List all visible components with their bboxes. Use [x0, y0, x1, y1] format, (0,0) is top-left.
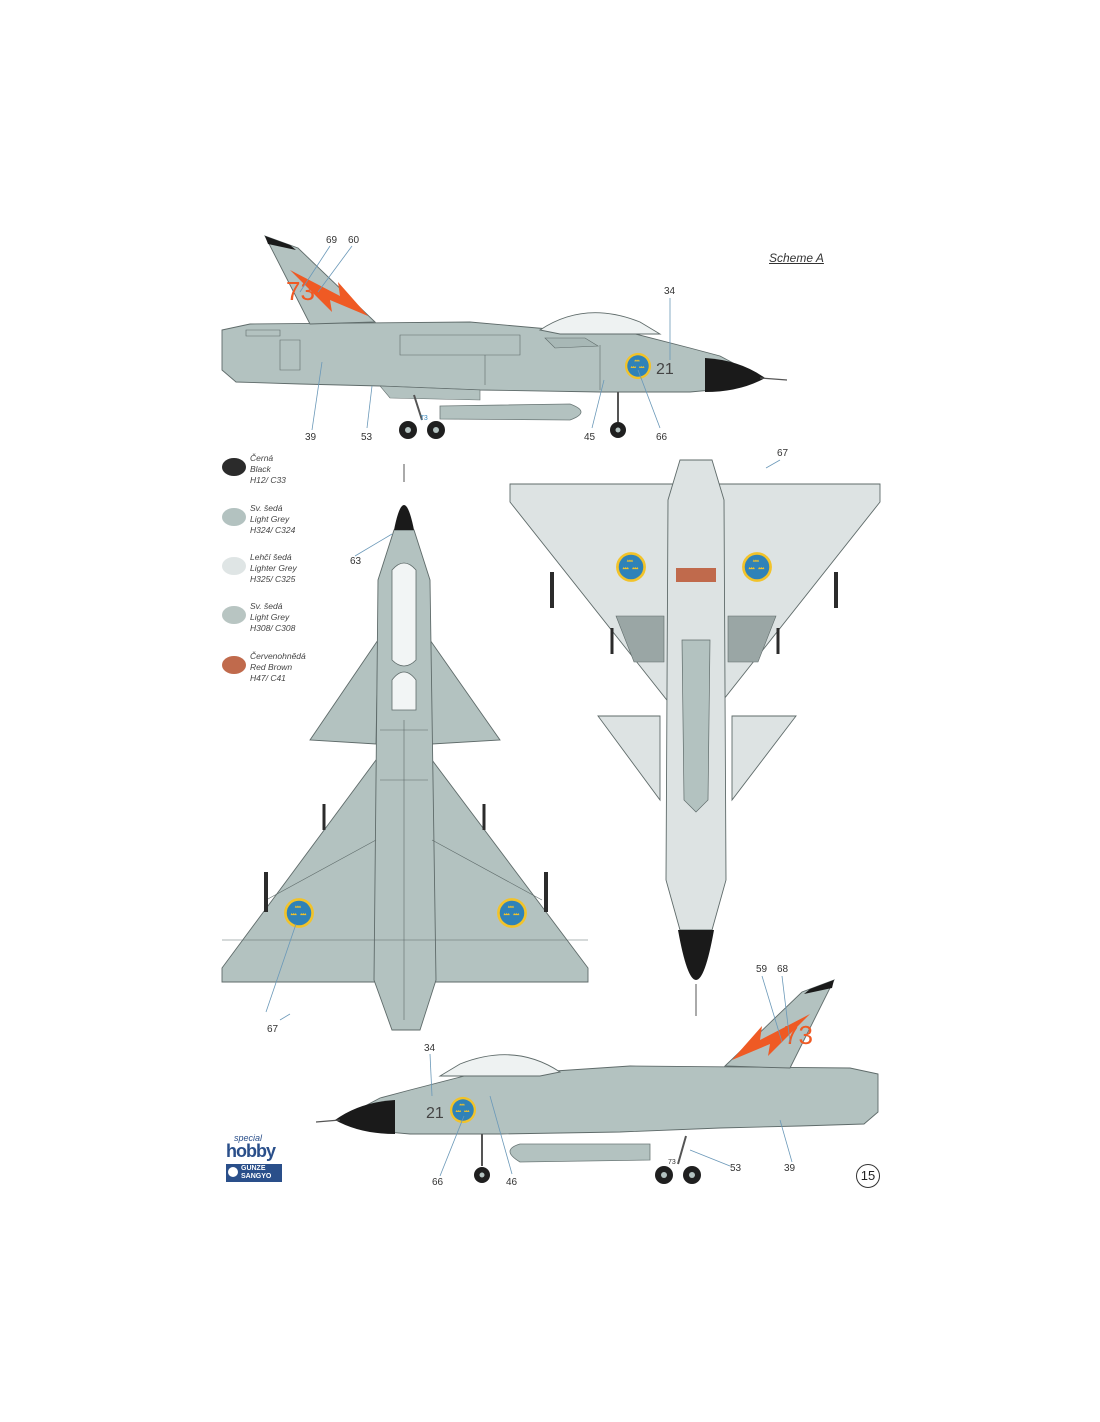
paint-lighter-grey: Lehčí šedá Lighter Grey H325/ C325 — [222, 552, 342, 596]
lightning-flash — [290, 270, 368, 316]
logo-special-text: special — [234, 1133, 263, 1143]
gear-code-2: 73 — [668, 1159, 676, 1166]
paint-en: Lighter Grey — [250, 563, 297, 573]
callout-53-bottom: 53 — [730, 1163, 742, 1174]
leader-lines — [265, 245, 793, 1177]
nose-cone-2 — [335, 1100, 395, 1134]
callout-46: 46 — [506, 1177, 518, 1188]
callout-66-bottom: 66 — [432, 1177, 444, 1188]
roundel-under-right — [742, 552, 772, 582]
paint-code: H324/ C324 — [250, 525, 296, 535]
paint-light-grey-324: Sv. šedá Light Grey H324/ C324 — [222, 503, 342, 547]
callout-67-under: 67 — [777, 448, 789, 459]
swatch-light-grey-324 — [222, 508, 246, 526]
page-number: 15 — [856, 1164, 880, 1188]
callout-60: 60 — [348, 235, 360, 246]
swatch-lighter-grey — [222, 557, 246, 575]
gunze-sangyo-logo: GUNZE SANGYO — [226, 1164, 282, 1182]
callout-45: 45 — [584, 432, 596, 443]
paint-cz: Sv. šedá — [250, 503, 283, 513]
paint-en: Light Grey — [250, 612, 290, 622]
roundel-right — [497, 898, 527, 928]
special-hobby-logo: special hobby — [226, 1133, 286, 1161]
pitot — [759, 377, 788, 381]
roundel-left — [284, 898, 314, 928]
side-view-bottom: 73 21 73 — [315, 979, 879, 1184]
callout-69: 69 — [326, 235, 338, 246]
drop-tank — [439, 403, 582, 421]
fuselage-2 — [349, 1065, 879, 1135]
nose-cone — [705, 358, 765, 392]
lightning-flash-2 — [732, 1014, 810, 1060]
canopy-top — [391, 562, 417, 667]
swatch-black — [222, 458, 246, 476]
side-view-top: 73 21 73 — [221, 235, 788, 439]
callout-66-top: 66 — [656, 432, 668, 443]
canard-under-right — [731, 715, 797, 802]
paint-en: Light Grey — [250, 514, 290, 524]
tail-code-2: 73 — [784, 1020, 813, 1050]
gear-code: 73 — [420, 415, 428, 422]
paint-light-grey-308: Sv. šedá Light Grey H308/ C308 — [222, 601, 342, 645]
callout-68: 68 — [777, 964, 789, 975]
paint-cz: Sv. šedá — [250, 601, 283, 611]
paint-code: H308/ C308 — [250, 623, 296, 633]
paint-en: Black — [250, 464, 271, 474]
canopy-2 — [438, 1054, 562, 1077]
scheme-label: Scheme A — [769, 251, 824, 265]
canopy — [538, 312, 662, 335]
callout-39-top: 39 — [305, 432, 317, 443]
callout-34-top: 34 — [664, 286, 676, 297]
paint-cz: Červenohnědá — [250, 651, 306, 661]
roundel — [624, 352, 652, 380]
nose-code: 21 — [656, 361, 674, 378]
callout-59: 59 — [756, 964, 768, 975]
nose-cone-under — [678, 930, 714, 980]
callout-53-top: 53 — [361, 432, 373, 443]
landing-gear — [399, 392, 626, 439]
callout-39-bottom: 39 — [784, 1163, 796, 1174]
paint-red-brown: Červenohnědá Red Brown H47/ C41 — [222, 651, 342, 695]
paint-cz: Lehčí šedá — [250, 552, 292, 562]
callouts: 69 60 34 39 53 45 66 67 63 67 59 68 34 6… — [267, 235, 796, 1188]
gunze-disc-icon — [228, 1167, 238, 1177]
center-tank — [681, 639, 711, 813]
paint-cz: Černá — [250, 453, 274, 463]
nose-cone-top — [394, 505, 414, 530]
canard-right — [429, 638, 501, 745]
fuselage — [221, 321, 751, 393]
top-view — [221, 464, 589, 1031]
logo-hobby-text: hobby — [226, 1141, 276, 1161]
callout-34-bottom: 34 — [424, 1043, 436, 1054]
callout-63: 63 — [350, 556, 362, 567]
roundel-under-left — [616, 552, 646, 582]
paint-code: H325/ C325 — [250, 574, 296, 584]
nose-code-2: 21 — [426, 1105, 444, 1122]
paint-code: H47/ C41 — [250, 673, 286, 683]
logo-sangyo-text: SANGYO — [241, 1173, 272, 1180]
landing-gear-2 — [474, 1134, 701, 1184]
swatch-red-brown — [222, 656, 246, 674]
canard-under-left — [597, 715, 661, 802]
callout-67-top: 67 — [267, 1024, 279, 1035]
paint-code: H12/ C33 — [250, 475, 286, 485]
logo-gunze-text: GUNZE — [241, 1165, 266, 1172]
paint-en: Red Brown — [250, 662, 293, 672]
paint-black: Černá Black H12/ C33 — [222, 453, 342, 497]
fin-tip — [265, 236, 296, 250]
bottom-view — [509, 459, 881, 1016]
drop-tank-2 — [509, 1143, 651, 1163]
swatch-light-grey-308 — [222, 606, 246, 624]
canard — [544, 337, 599, 349]
